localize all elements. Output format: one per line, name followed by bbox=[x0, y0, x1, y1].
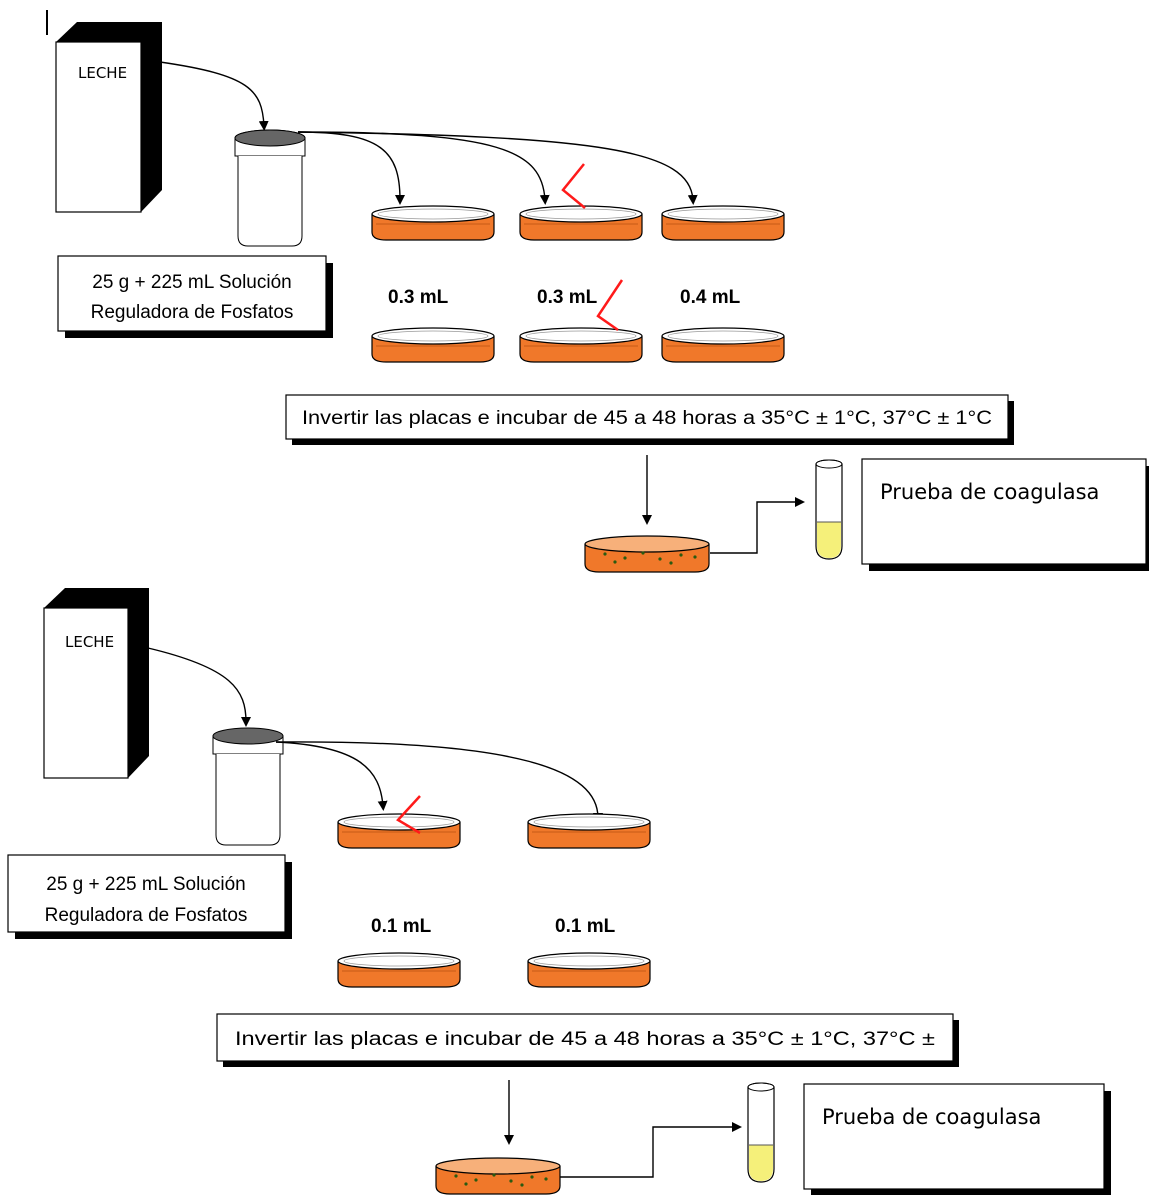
sample-jar-icon bbox=[234, 129, 306, 247]
petri-dish-icon bbox=[337, 952, 461, 988]
arrow-jar-to-plate-2 bbox=[275, 741, 603, 823]
incubation-box bbox=[285, 394, 1009, 440]
carton-label: LECHE bbox=[78, 64, 127, 82]
incubation-box bbox=[216, 1013, 954, 1062]
sample-line-2: Reguladora de Fosfatos bbox=[45, 905, 248, 926]
sample-description-box bbox=[57, 255, 327, 332]
coagulase-test-box bbox=[803, 1083, 1105, 1190]
sample-jar-icon bbox=[212, 727, 284, 846]
volume-label: 0.3 mL bbox=[388, 287, 449, 308]
arrow-jar-to-plate-1 bbox=[297, 131, 405, 205]
arrow-jar-to-plate-2 bbox=[297, 131, 550, 205]
incubation-text: Invertir las placas e incubar de 45 a 48… bbox=[302, 408, 992, 429]
milk-carton-icon: LECHE bbox=[55, 22, 162, 213]
petri-dish-icon bbox=[519, 205, 643, 241]
coagulase-test-label: Prueba de coagulasa bbox=[822, 1105, 1041, 1129]
petri-dish-result-icon bbox=[435, 1157, 561, 1195]
petri-dish-icon bbox=[371, 327, 495, 363]
test-tube-icon bbox=[747, 1082, 775, 1183]
coagulase-test-box bbox=[861, 458, 1147, 565]
arrow-to-test-tube bbox=[710, 497, 805, 554]
carton-label: LECHE bbox=[65, 633, 114, 651]
milk-carton-icon: LECHE bbox=[43, 588, 149, 779]
coagulase-test-label: Prueba de coagulasa bbox=[880, 480, 1099, 504]
test-tube-icon bbox=[815, 459, 843, 560]
incubation-text: Invertir las placas e incubar de 45 a 48… bbox=[235, 1029, 935, 1050]
arrow-to-test-tube bbox=[560, 1122, 742, 1178]
arrow-carton-to-jar bbox=[159, 61, 269, 131]
petri-dish-icon bbox=[519, 327, 643, 363]
arrow-jar-to-plate-1 bbox=[275, 741, 388, 811]
volume-label: 0.3 mL bbox=[537, 287, 598, 308]
sample-line-2: Reguladora de Fosfatos bbox=[91, 302, 294, 323]
pipette-check-mark-icon bbox=[561, 163, 586, 209]
petri-dish-icon bbox=[527, 813, 651, 849]
sample-line-1: 25 g + 225 mL Solución bbox=[92, 272, 291, 293]
volume-label: 0.1 mL bbox=[555, 916, 616, 937]
petri-dish-icon bbox=[371, 205, 495, 241]
arrow-jar-to-plate-3 bbox=[297, 131, 698, 205]
volume-label: 0.1 mL bbox=[371, 916, 432, 937]
procedure-2: LECHE 25 g + 225 mL Solución Reguladora … bbox=[7, 588, 1111, 1195]
sample-line-1: 25 g + 225 mL Solución bbox=[46, 874, 245, 895]
procedure-1: LECHE 25 g + 225 mL Solución Reguladora … bbox=[55, 22, 1149, 573]
petri-dish-result-icon bbox=[584, 535, 710, 573]
petri-dish-icon bbox=[661, 327, 785, 363]
pipette-check-mark-icon bbox=[396, 795, 421, 835]
volume-label: 0.4 mL bbox=[680, 287, 741, 308]
sample-description-box bbox=[7, 854, 286, 933]
pipette-check-mark-icon bbox=[596, 279, 624, 332]
petri-dish-icon bbox=[661, 205, 785, 241]
arrow-carton-to-jar bbox=[147, 647, 251, 727]
petri-dish-icon bbox=[527, 952, 651, 988]
